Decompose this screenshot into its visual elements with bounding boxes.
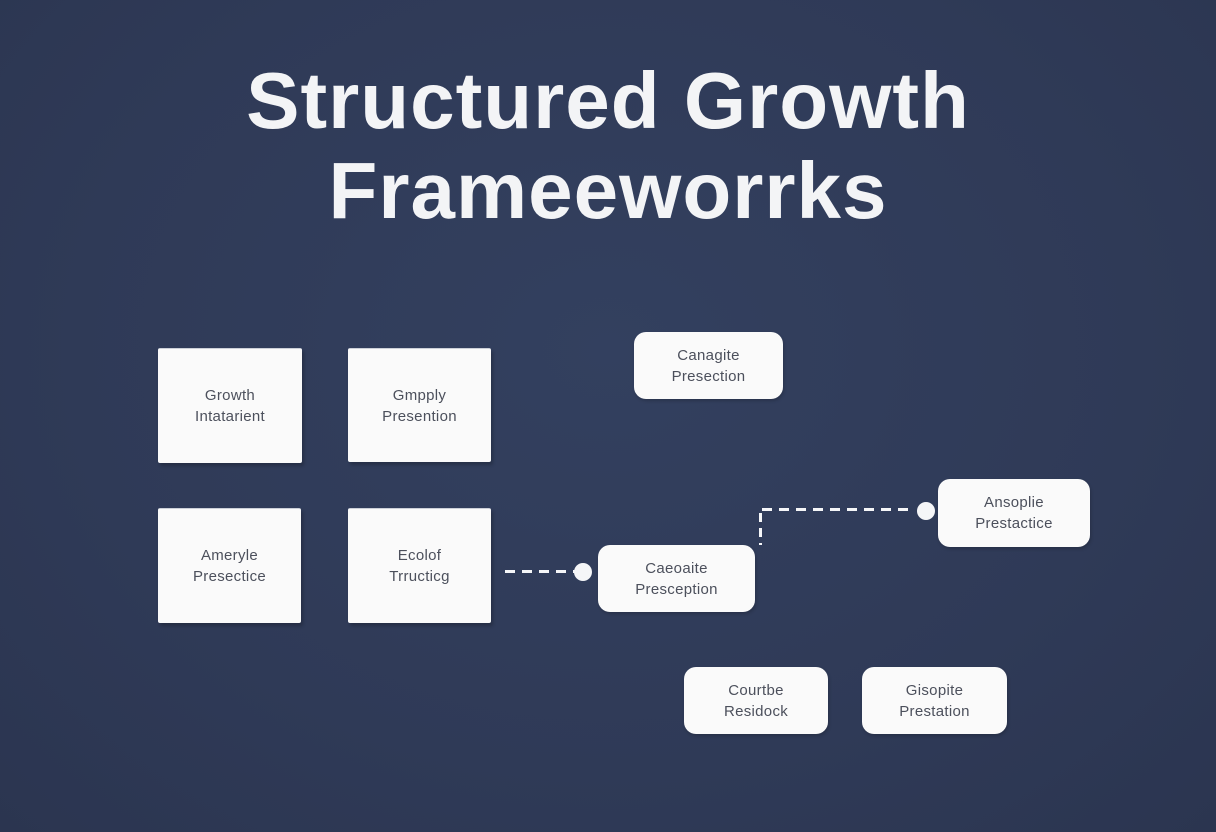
page-title: Structured Growth Frameeworrks	[13, 56, 1203, 236]
connector-caeoaite-to-ansoplie-vertical	[759, 513, 762, 545]
connector-caeoaite-to-ansoplie-dot	[917, 502, 935, 520]
node-ansoplie-prestactice: Ansoplie Prestactice	[938, 479, 1090, 547]
node-gmpply-presention: Gmpply Presention	[348, 348, 491, 462]
node-label-line1: Caeoaite	[645, 559, 708, 577]
node-label-line1: Ecolof	[397, 547, 442, 564]
node-label-line1: Gisopite	[905, 681, 964, 699]
node-label-line2: Prestactice	[975, 515, 1053, 532]
node-gisopite-prestation: Gisopite Prestation	[862, 667, 1007, 734]
node-label-line1: Courtbe	[728, 681, 784, 699]
node-canagite-presection: Canagite Presection	[634, 332, 783, 399]
node-courtbe-residock: Courtbe Residock	[684, 667, 828, 734]
node-label-line1: Ameryle	[200, 547, 259, 564]
node-ecolof-trructicg: Ecolof Trructicg	[348, 508, 491, 623]
node-label-line2: Presectice	[192, 568, 267, 585]
node-ameryle-presectice: Ameryle Presectice	[158, 508, 301, 623]
node-label-line2: Presection	[671, 367, 746, 385]
node-label-line1: Growth	[204, 387, 256, 404]
node-label-line2: Trructicg	[389, 568, 450, 585]
node-label-line1: Canagite	[677, 346, 740, 364]
page-title-line2: Frameeworrks	[328, 146, 888, 235]
connector-ecolof-to-caeoaite-line	[505, 570, 575, 573]
node-label-line2: Prestation	[899, 702, 970, 720]
node-label-line1: Ansoplie	[984, 494, 1044, 511]
node-caeoaite-presception: Caeoaite Presception	[598, 545, 755, 612]
node-label-line2: Residock	[723, 702, 789, 720]
page-title-line1: Structured Growth	[246, 56, 970, 145]
node-growth-intatarient: Growth Intatarient	[158, 348, 302, 463]
node-label-line2: Intatarient	[194, 408, 265, 425]
connector-caeoaite-to-ansoplie-horizontal	[762, 508, 915, 511]
connector-ecolof-to-caeoaite-dot	[574, 563, 592, 581]
node-label-line1: Gmpply	[392, 386, 447, 404]
node-label-line2: Presception	[635, 580, 718, 598]
node-label-line2: Presention	[382, 407, 457, 425]
